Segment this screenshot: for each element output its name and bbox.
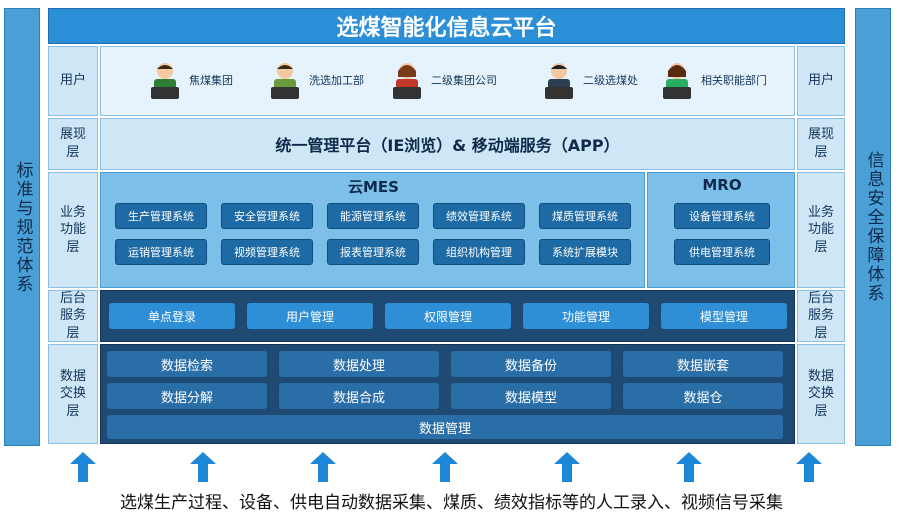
data-management[interactable]: 数据管理: [107, 415, 783, 439]
data-warehouse[interactable]: 数据仓: [623, 383, 783, 409]
backend-model-management[interactable]: 模型管理: [661, 303, 787, 329]
data-processing[interactable]: 数据处理: [279, 351, 439, 377]
row-label-business-left: 业务功能层: [48, 172, 98, 288]
user-washing-dept: 洗选加工部: [265, 59, 364, 101]
mro-system-power[interactable]: 供电管理系统: [674, 239, 770, 265]
mes-system-sales[interactable]: 运销管理系统: [115, 239, 207, 265]
backend-function-management[interactable]: 功能管理: [523, 303, 649, 329]
up-arrow-icon: [432, 452, 458, 482]
data-synthesis[interactable]: 数据合成: [279, 383, 439, 409]
data-model[interactable]: 数据模型: [451, 383, 611, 409]
mes-system-coal-quality[interactable]: 煤质管理系统: [539, 203, 631, 229]
data-decomposition[interactable]: 数据分解: [107, 383, 267, 409]
security-bar: 信息安全保障体系: [855, 8, 891, 446]
standards-bar-label: 标准与规范体系: [12, 160, 33, 294]
mro-area: MRO 设备管理系统 供电管理系统: [647, 172, 795, 288]
mes-system-production[interactable]: 生产管理系统: [115, 203, 207, 229]
mes-system-report[interactable]: 报表管理系统: [327, 239, 419, 265]
up-arrow-icon: [554, 452, 580, 482]
user-coal-group: 焦煤集团: [145, 59, 233, 101]
user-secondary-plant: 二级选煤处: [539, 59, 638, 101]
user-label: 相关职能部门: [701, 74, 767, 87]
row-label-display-right: 展现层: [797, 118, 845, 170]
page-title: 选煤智能化信息云平台: [48, 8, 845, 44]
up-arrow-icon: [70, 452, 96, 482]
mes-system-video[interactable]: 视频管理系统: [221, 239, 313, 265]
person-at-computer-icon: [663, 63, 691, 99]
data-backup[interactable]: 数据备份: [451, 351, 611, 377]
row-label-data-right: 数据交换层: [797, 344, 845, 444]
data-layer: 数据检索 数据处理 数据备份 数据嵌套 数据分解 数据合成 数据模型 数据仓 数…: [100, 344, 795, 444]
row-label-users-right: 用户: [797, 46, 845, 116]
data-nesting[interactable]: 数据嵌套: [623, 351, 783, 377]
user-label: 洗选加工部: [309, 74, 364, 87]
backend-user-management[interactable]: 用户管理: [247, 303, 373, 329]
row-label-display-left: 展现层: [48, 118, 98, 170]
display-layer: 统一管理平台（IE浏览）& 移动端服务（APP）: [100, 118, 795, 170]
row-label-backend-left: 后台服务层: [48, 290, 98, 342]
data-source-caption: 选煤生产过程、设备、供电自动数据采集、煤质、绩效指标等的人工录入、视频信号采集: [120, 493, 783, 513]
mes-system-energy[interactable]: 能源管理系统: [327, 203, 419, 229]
security-bar-label: 信息安全保障体系: [863, 151, 884, 303]
mes-system-extension[interactable]: 系统扩展模块: [539, 239, 631, 265]
mes-system-organization[interactable]: 组织机构管理: [433, 239, 525, 265]
up-arrow-icon: [310, 452, 336, 482]
person-at-computer-icon: [271, 63, 299, 99]
user-secondary-group: 二级集团公司: [387, 59, 497, 101]
mes-system-safety[interactable]: 安全管理系统: [221, 203, 313, 229]
row-label-business-right: 业务功能层: [797, 172, 845, 288]
users-row: 焦煤集团 洗选加工部 二级集团公司 二级选煤处 相关职能部门: [100, 46, 795, 116]
user-label: 二级集团公司: [431, 74, 497, 87]
user-functional-depts: 相关职能部门: [657, 59, 767, 101]
row-label-backend-right: 后台服务层: [797, 290, 845, 342]
person-at-computer-icon: [545, 63, 573, 99]
row-label-users-left: 用户: [48, 46, 98, 116]
user-label: 二级选煤处: [583, 74, 638, 87]
mes-system-performance[interactable]: 绩效管理系统: [433, 203, 525, 229]
person-at-computer-icon: [393, 63, 421, 99]
up-arrow-icon: [190, 452, 216, 482]
row-label-data-left: 数据交换层: [48, 344, 98, 444]
backend-permission-management[interactable]: 权限管理: [385, 303, 511, 329]
data-retrieval[interactable]: 数据检索: [107, 351, 267, 377]
standards-bar: 标准与规范体系: [4, 8, 40, 446]
person-at-computer-icon: [151, 63, 179, 99]
mro-title: MRO: [702, 176, 742, 194]
up-arrow-icon: [676, 452, 702, 482]
mro-system-equipment[interactable]: 设备管理系统: [674, 203, 770, 229]
mes-title: 云MES: [348, 178, 399, 196]
up-arrow-icon: [796, 452, 822, 482]
backend-layer: 单点登录 用户管理 权限管理 功能管理 模型管理: [100, 290, 795, 342]
mes-area: 云MES 生产管理系统 安全管理系统 能源管理系统 绩效管理系统 煤质管理系统 …: [100, 172, 645, 288]
backend-sso[interactable]: 单点登录: [109, 303, 235, 329]
user-label: 焦煤集团: [189, 74, 233, 87]
